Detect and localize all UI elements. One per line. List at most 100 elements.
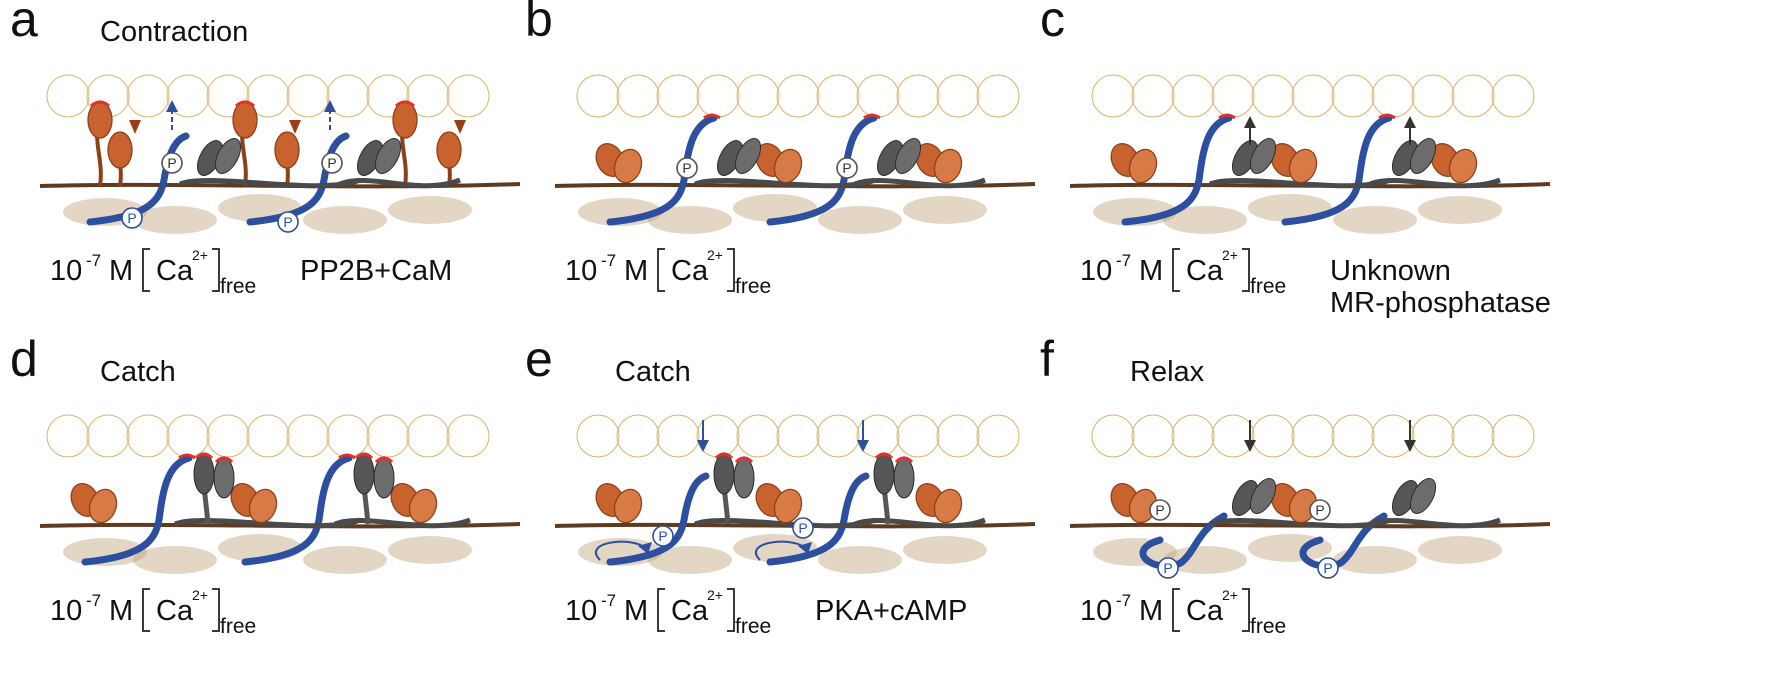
- actin-monomer: [856, 74, 900, 118]
- concentration-exponent: -7: [1116, 591, 1132, 610]
- concentration-unit: M: [624, 595, 649, 627]
- actin-monomer: [816, 414, 860, 458]
- filament-lobe: [648, 546, 732, 574]
- myosin-head-pair-relaxed: [595, 142, 643, 184]
- myosin-head: [1249, 138, 1277, 174]
- filament-lobe: [818, 206, 902, 234]
- panel-letter: f: [1040, 331, 1054, 387]
- actin-monomer: [616, 414, 660, 458]
- panel-title: Relax: [1130, 356, 1205, 388]
- right-bracket: [727, 248, 735, 292]
- ion-charge: 2+: [707, 587, 723, 603]
- phosphate-label: P: [327, 155, 336, 171]
- free-subscript: free: [735, 275, 772, 298]
- myosin-head-pair-relaxed: [1110, 482, 1158, 524]
- actin-monomer: [1291, 74, 1335, 118]
- actin-monomer: [446, 74, 490, 118]
- concentration-unit: M: [1139, 595, 1164, 627]
- myosin-head: [613, 148, 643, 184]
- phosphate-badge: P: [1309, 499, 1331, 521]
- free-subscript: free: [1250, 275, 1287, 298]
- right-bracket: [727, 588, 735, 632]
- filament-diagram: [39, 414, 521, 574]
- arrow-head: [1404, 440, 1416, 452]
- actin-binding-site: [214, 456, 234, 464]
- ion-symbol: Ca: [671, 255, 709, 287]
- twitchin-strand: [81, 454, 193, 566]
- panel-letter: b: [525, 0, 553, 47]
- arrow-head: [324, 100, 336, 112]
- phosphate-label: P: [283, 214, 292, 230]
- arrow-head: [1244, 116, 1256, 128]
- twitchin-strand: [766, 472, 870, 566]
- actin-binding-site: [703, 113, 721, 120]
- actin-monomer: [206, 74, 250, 118]
- myosin-head: [1288, 148, 1318, 184]
- myosin-head: [933, 148, 963, 184]
- filament-diagram: [1069, 74, 1551, 234]
- actin-monomer: [936, 74, 980, 118]
- actin-binding-site: [235, 100, 255, 108]
- phosphate-circle: [652, 525, 674, 547]
- myosin-head: [1448, 148, 1478, 184]
- myosin-head-pair-gray: [193, 452, 235, 525]
- myosin-head: [88, 488, 118, 524]
- actin-monomer: [736, 414, 780, 458]
- concentration-unit: M: [624, 255, 649, 287]
- actin-binding-site: [395, 100, 415, 108]
- phosphate-label: P: [798, 520, 807, 536]
- actin-binding-site: [374, 456, 394, 464]
- filament-lobe: [1418, 536, 1502, 564]
- myosin-head: [613, 488, 643, 524]
- myosin-head-pair-relaxed: [755, 142, 803, 184]
- myosin-head-pair-gray: [713, 452, 755, 525]
- twitchin-strand: [1139, 512, 1228, 570]
- concentration-exponent: -7: [601, 251, 617, 270]
- phosphate-label: P: [682, 160, 691, 176]
- concentration-exponent: -7: [86, 591, 102, 610]
- concentration-unit: M: [1139, 255, 1164, 287]
- myosin-head-pair-gray: [873, 452, 915, 525]
- ion-symbol: Ca: [671, 595, 709, 627]
- actin-binding-site: [338, 453, 356, 460]
- concentration-exponent: -7: [601, 591, 617, 610]
- myosin-head: [274, 131, 300, 169]
- actin-monomer: [286, 414, 330, 458]
- phosphate-circle: [1309, 499, 1331, 521]
- free-subscript: free: [220, 275, 257, 298]
- phosphate-circle: [836, 157, 858, 179]
- panel-letter: d: [10, 331, 38, 387]
- filament-lobe: [648, 206, 732, 234]
- actin-monomer: [1291, 414, 1335, 458]
- actin-monomer: [1491, 74, 1535, 118]
- twitchin-backbone: [1369, 177, 1501, 189]
- myosin-head: [193, 453, 215, 495]
- actin-monomer: [656, 414, 700, 458]
- panel-d: d Catch 10 -7 M Ca 2+ free: [0, 334, 560, 670]
- phosphate-label: P: [1315, 502, 1324, 518]
- ion-symbol: Ca: [156, 255, 194, 287]
- actin-monomer: [1091, 414, 1135, 458]
- marker-triangle: [454, 120, 466, 134]
- actin-monomer: [446, 414, 490, 458]
- myosin-head-pair-gray: [1391, 478, 1437, 516]
- panel-title: Catch: [100, 356, 176, 388]
- myosin-head-pair-gray: [716, 138, 762, 176]
- phosphate-label: P: [1155, 502, 1164, 518]
- actin-monomer: [816, 74, 860, 118]
- actin-binding-site: [894, 456, 914, 464]
- panel-c: c 10 -7 M Ca 2+ free Unknown MR-phosphat…: [1030, 0, 1590, 330]
- enzyme-label: Unknown MR-phosphatase: [1330, 255, 1551, 320]
- arrow-head: [1404, 116, 1416, 128]
- myosin-head-bound: [232, 100, 258, 187]
- actin-monomer: [1411, 414, 1455, 458]
- actin-monomer: [1211, 74, 1255, 118]
- actin-monomer: [366, 74, 410, 118]
- phosphate-circle: [277, 211, 299, 233]
- myosin-head-bound: [87, 100, 113, 187]
- myosin-head-pair-relaxed: [755, 482, 803, 524]
- myosin-head: [408, 488, 438, 524]
